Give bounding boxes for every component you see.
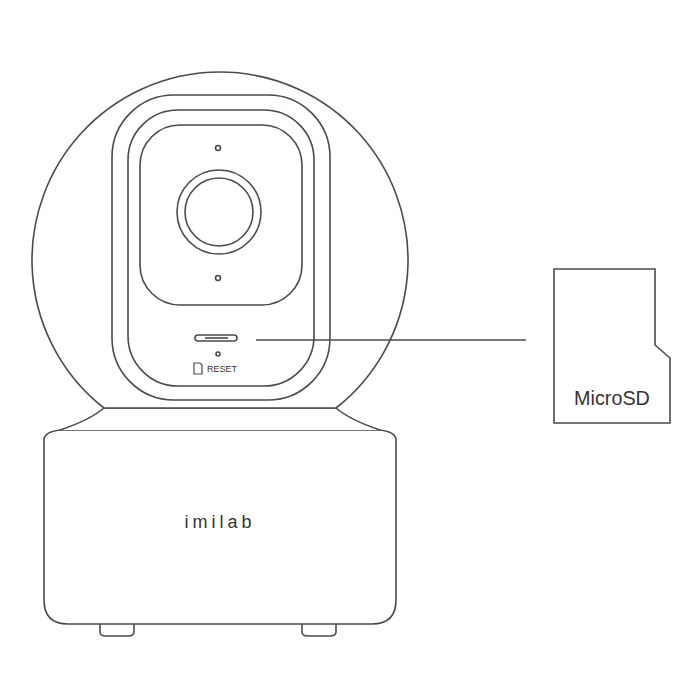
reset-hole xyxy=(216,352,220,356)
camera-neck xyxy=(60,408,380,430)
face-plate xyxy=(112,95,330,400)
slot-opening xyxy=(205,337,228,339)
camera-head xyxy=(32,72,408,408)
card-shape xyxy=(554,269,670,423)
face-plate-inner xyxy=(128,110,314,386)
brand-logo: imilab xyxy=(184,512,255,533)
camera-foot xyxy=(302,624,336,636)
lens xyxy=(185,178,253,246)
microsd-card: MicroSD xyxy=(553,268,671,424)
leader-line xyxy=(256,339,526,341)
card-label: MicroSD xyxy=(553,387,671,410)
lens-ring xyxy=(177,170,261,254)
lens-panel xyxy=(140,125,302,305)
camera-base xyxy=(44,430,396,624)
camera-foot xyxy=(100,624,134,636)
sd-icon xyxy=(194,363,202,374)
reset-label: RESET xyxy=(207,364,237,374)
microphone-dot xyxy=(216,276,221,281)
indicator-dot xyxy=(216,146,221,151)
microsd-slot xyxy=(195,335,237,341)
